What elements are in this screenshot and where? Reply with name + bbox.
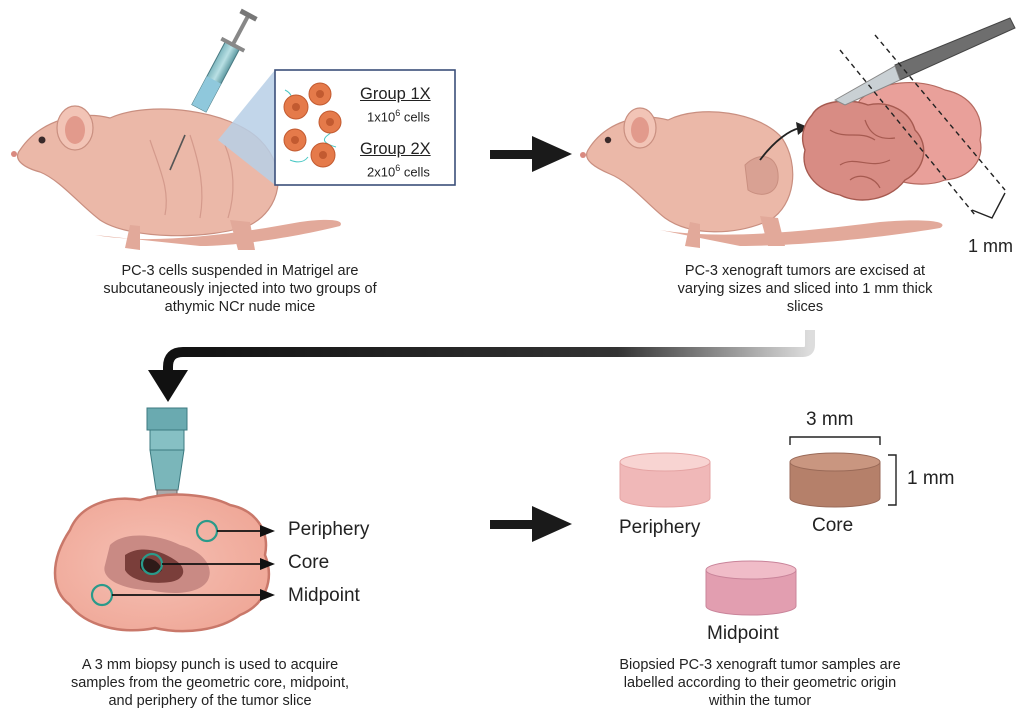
sample-label-periphery: Periphery <box>619 517 701 538</box>
slice-line <box>874 34 1006 191</box>
width-bracket <box>789 436 881 445</box>
slice-thickness-label: 1 mm <box>968 236 1013 256</box>
group2-cells: 2x106 cells <box>367 163 430 180</box>
tissue-sample-icon <box>789 452 881 508</box>
step2-caption: PC-3 xenograft tumors are excised at var… <box>677 263 933 315</box>
sample-label-core: Core <box>812 515 854 536</box>
mouse-icon <box>11 105 341 250</box>
syringe-icon <box>169 8 258 171</box>
slice-bracket <box>971 192 1006 219</box>
arrow-step2-to-step3 <box>148 330 815 402</box>
group1-title: Group 1X <box>360 85 431 103</box>
region-label-periphery: Periphery <box>288 519 370 540</box>
region-arrows <box>112 525 275 601</box>
tissue-sample-icon <box>705 560 797 616</box>
inset-box <box>274 69 456 186</box>
width-label: 3 mm <box>806 409 854 430</box>
step1-caption: PC-3 cells suspended in Matrigel are sub… <box>103 263 377 315</box>
tumor-icon <box>801 81 982 201</box>
arrow-step1-to-step2 <box>490 136 572 172</box>
group2-title: Group 2X <box>360 140 431 158</box>
region-label-midpoint: Midpoint <box>288 585 360 606</box>
height-bracket <box>888 454 897 506</box>
height-label: 1 mm <box>907 468 955 489</box>
step3-caption: A 3 mm biopsy punch is used to acquire s… <box>70 657 350 709</box>
region-label-core: Core <box>288 552 330 573</box>
cell-icon <box>283 82 342 168</box>
group1-cells: 1x106 cells <box>367 108 430 125</box>
scalpel-icon <box>833 17 1016 106</box>
mouse-icon <box>580 107 943 248</box>
sample-label-midpoint: Midpoint <box>707 623 779 644</box>
tissue-sample-icon <box>619 452 711 508</box>
step4-caption: Biopsied PC-3 xenograft tumor samples ar… <box>619 657 901 709</box>
arrow-step3-to-step4 <box>490 506 572 542</box>
zoom-cone <box>218 70 275 185</box>
